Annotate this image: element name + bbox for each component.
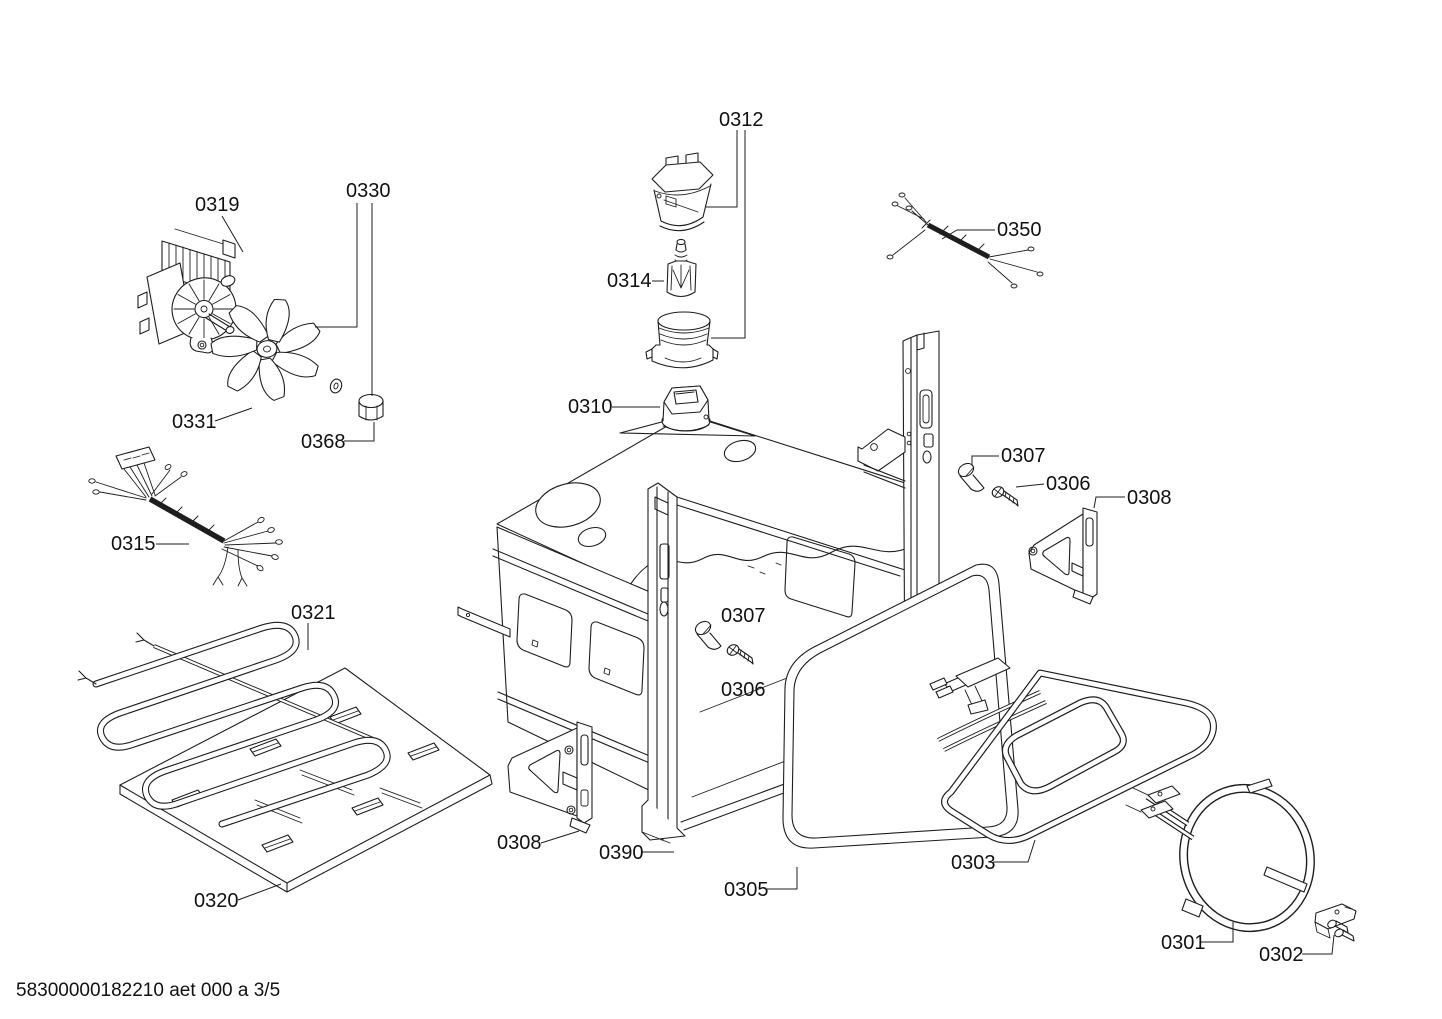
part-label-0307-right: 0307	[1001, 445, 1046, 467]
grill-heating-element-drawing	[929, 657, 1217, 844]
part-label-0310: 0310	[568, 396, 613, 418]
part-label-0314: 0314	[607, 270, 652, 292]
cable-harness-small-drawing	[886, 192, 1044, 289]
ring-heating-element-drawing	[1125, 778, 1315, 933]
part-label-0320: 0320	[194, 890, 239, 912]
lamp-glass-cover-drawing	[645, 311, 719, 369]
part-labels: 0319 0330 0312 0350 0314 0310 0331 0368 …	[111, 109, 1304, 966]
part-label-0306-middle: 0306	[721, 679, 766, 701]
part-label-0312: 0312	[719, 109, 764, 131]
fixing-bracket-drawing	[1314, 903, 1357, 942]
mounting-bracket-right-drawing	[1028, 507, 1098, 605]
part-label-0308-left: 0308	[497, 832, 542, 854]
nut-drawing	[358, 393, 384, 421]
part-label-0301: 0301	[1161, 932, 1206, 954]
part-label-0368: 0368	[301, 431, 346, 453]
washer-drawing	[329, 378, 343, 394]
fan-impeller-drawing	[210, 298, 321, 401]
part-label-0315: 0315	[111, 533, 156, 555]
part-label-0305: 0305	[724, 879, 769, 901]
spacer-sleeve-middle-drawing	[694, 620, 722, 650]
part-label-0390: 0390	[599, 842, 644, 864]
part-label-0319: 0319	[195, 194, 240, 216]
part-label-0306-right: 0306	[1046, 473, 1091, 495]
part-label-0303: 0303	[951, 852, 996, 874]
leader-lines	[156, 130, 1335, 955]
screw-right-drawing	[991, 486, 1019, 507]
cable-harness-main-drawing	[88, 446, 283, 587]
part-label-0321: 0321	[291, 602, 336, 624]
part-label-0302: 0302	[1259, 944, 1304, 966]
lamp-bulb-drawing	[666, 238, 697, 298]
mounting-bracket-left-drawing	[507, 721, 593, 834]
oven-cavity-drawing	[457, 413, 952, 844]
part-label-0331: 0331	[172, 411, 217, 433]
lamp-socket-drawing	[651, 152, 714, 232]
bottom-heating-element-drawing	[77, 621, 391, 828]
part-label-0307-middle: 0307	[721, 605, 766, 627]
part-label-0330: 0330	[346, 180, 391, 202]
bottom-cover-plate-drawing	[119, 667, 493, 893]
screw-middle-drawing	[726, 644, 754, 665]
lamp-housing-drawing	[661, 385, 711, 432]
part-label-0308-right: 0308	[1127, 487, 1172, 509]
document-number-footer: 58300000182210 aet 000 a 3/5	[16, 980, 281, 1001]
part-label-0350: 0350	[997, 219, 1042, 241]
fan-motor-drawing	[137, 228, 237, 354]
spacer-sleeve-right-drawing	[957, 462, 985, 492]
